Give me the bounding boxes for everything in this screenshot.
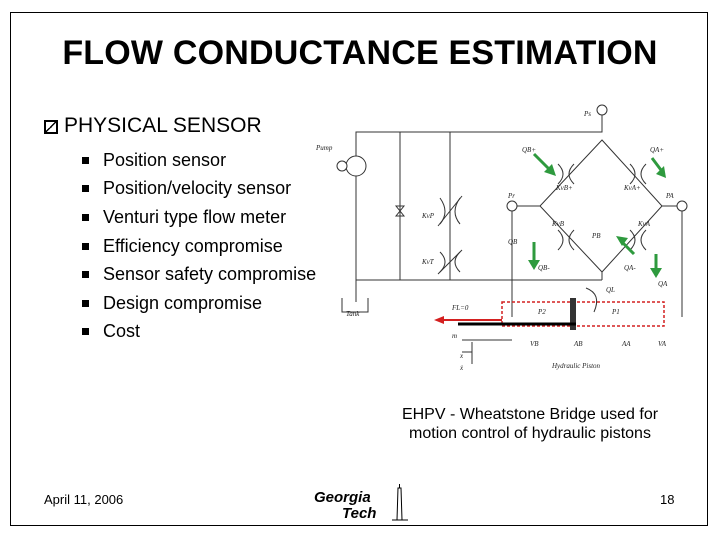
logo-line1: Georgia (314, 489, 371, 506)
x-label: x (459, 352, 464, 360)
list-item: Design compromise (82, 289, 316, 318)
xdot-label: ẋ (459, 364, 464, 372)
orifice-symbols (437, 163, 647, 275)
aa-label: AA (621, 340, 631, 348)
diagram-lines (341, 112, 683, 364)
tower-icon (392, 484, 408, 521)
wheatstone-bridge-diagram: Pump Tank Ps Pr PA PB QB+ QA+ QB QA QB- … (315, 104, 688, 372)
list-item-text: Position/velocity sensor (103, 178, 292, 199)
kvas-label: KvA+ (623, 184, 641, 192)
main-bullet-text: PHYSICAL SENSOR (64, 114, 262, 137)
slide-title: FLOW CONDUCTANCE ESTIMATION (62, 34, 658, 72)
kvt-label: KvT (421, 258, 435, 266)
sub-bullet-list: Position sensor Position/velocity sensor… (82, 146, 316, 346)
square-bullet-icon (82, 299, 89, 307)
logo-line2: Tech (342, 505, 376, 522)
fl-label: FL=0 (451, 304, 469, 312)
flow-arrows (528, 152, 666, 278)
ps-label: Ps (583, 110, 591, 118)
kva-label: KvA (637, 220, 651, 228)
list-item: Position/velocity sensor (82, 175, 316, 204)
va-label: VA (658, 340, 667, 348)
pb-label: PB (591, 232, 601, 240)
pa-label: PA (665, 192, 674, 200)
figure-caption: EHPV - Wheatstone Bridge used for motion… (401, 406, 659, 442)
ab-label: AB (573, 340, 583, 348)
pressure-gauge-icon (506, 200, 518, 212)
slide-border (10, 12, 708, 526)
square-bullet-icon (82, 156, 89, 164)
qa-label: QA (658, 280, 668, 288)
qbs-label: QB+ (522, 146, 536, 154)
piston-label: Hydraulic Piston (551, 362, 601, 370)
vb-label: VB (530, 340, 539, 348)
list-item: Position sensor (82, 146, 316, 175)
kvb-label: KvB (551, 220, 565, 228)
square-bullet-icon (82, 185, 89, 193)
page-number: 18 (660, 492, 675, 507)
p1-label: P1 (611, 308, 620, 316)
list-item-text: Design compromise (103, 292, 263, 313)
qas-label: QA+ (650, 146, 664, 154)
check-valve-symbol (394, 205, 406, 217)
tank-label: Tank (346, 310, 360, 318)
arrow-head-icon (434, 316, 444, 324)
list-item: Efficiency compromise (82, 232, 316, 261)
p2-label: P2 (537, 308, 546, 316)
pressure-gauge-icon (596, 104, 608, 116)
leak-flow-curve (585, 287, 598, 313)
list-item-text: Efficiency compromise (103, 235, 283, 256)
m-label: m (452, 332, 457, 340)
pump-label: Pump (315, 144, 333, 152)
kvbs-label: KvB+ (555, 184, 573, 192)
square-bullet-icon (82, 213, 89, 221)
motor-symbol (336, 160, 348, 172)
ql-label: QL (606, 286, 615, 294)
square-bullet-icon (82, 242, 89, 250)
georgia-tech-logo: Georgia Tech (314, 484, 408, 522)
list-item-text: Venturi type flow meter (103, 206, 287, 227)
pr-label: Pr (507, 192, 515, 200)
list-item: Venturi type flow meter (82, 203, 316, 232)
list-item-text: Sensor safety compromise (103, 264, 317, 285)
footer-date: April 11, 2006 (44, 492, 124, 507)
square-bullet-icon (82, 271, 89, 279)
qar-label: QA- (624, 264, 636, 272)
main-bullet: PHYSICAL SENSOR (44, 114, 262, 138)
kvp-label: KvP (421, 212, 435, 220)
pressure-gauge-icon (676, 200, 688, 212)
piston-cylinder (501, 301, 665, 327)
list-item: Sensor safety compromise (82, 260, 316, 289)
list-item: Cost (82, 318, 316, 347)
piston-head (570, 298, 576, 330)
pump-symbol (345, 155, 367, 177)
list-item-text: Cost (103, 321, 141, 342)
checkbox-bullet-icon (44, 120, 58, 134)
list-item-text: Position sensor (103, 149, 227, 170)
square-bullet-icon (82, 328, 89, 336)
qb-label: QB (508, 238, 518, 246)
qbr-label: QB- (538, 264, 550, 272)
